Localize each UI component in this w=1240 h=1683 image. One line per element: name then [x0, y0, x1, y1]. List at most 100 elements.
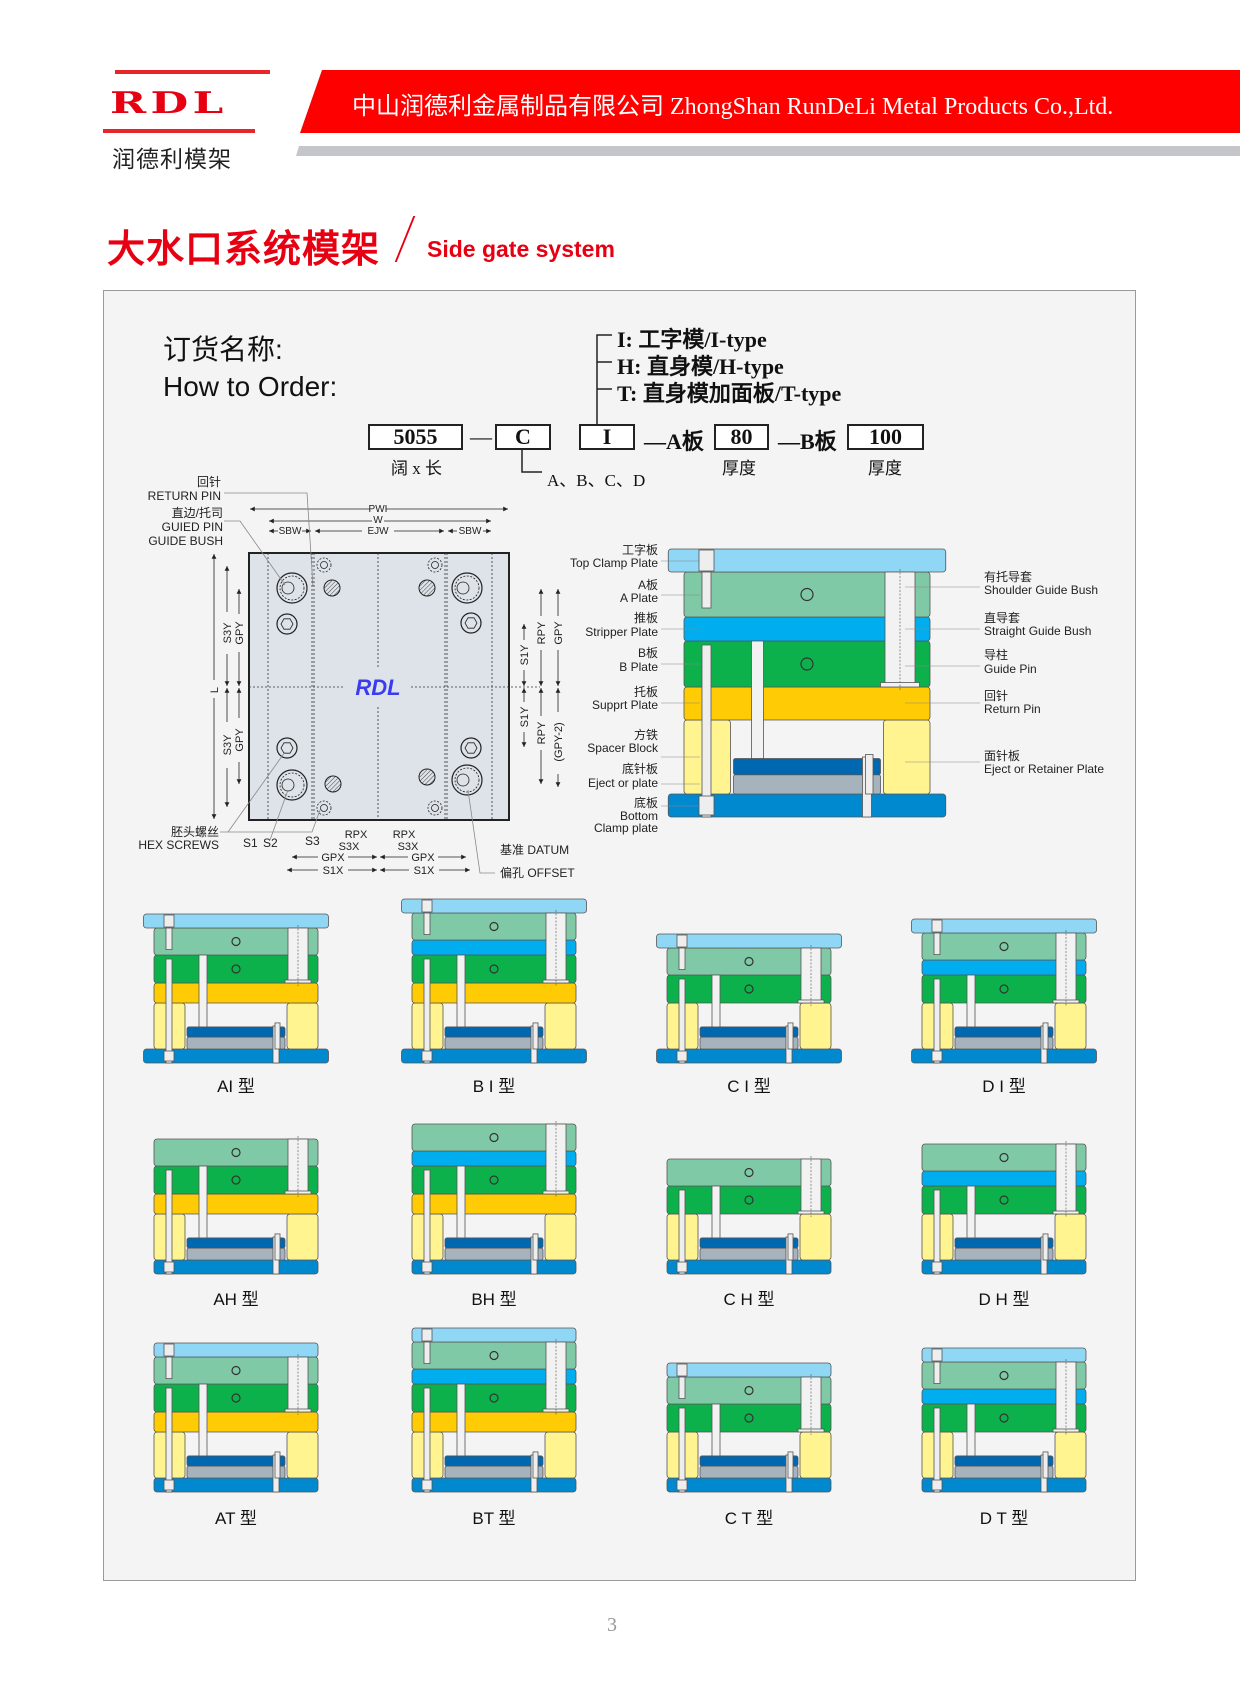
hex-screw-head	[421, 1261, 433, 1273]
return-pin-hole	[418, 579, 436, 597]
section-label-cn: 回针	[984, 688, 1008, 703]
mold-type-label: BH 型	[471, 1290, 517, 1309]
mold-type-drawing	[921, 1347, 1087, 1493]
spacer-block-right	[799, 1002, 832, 1050]
spacer-block-right	[544, 1431, 577, 1479]
hex-screw	[678, 978, 686, 1064]
return-pin-hole	[324, 775, 342, 793]
guide-bush-hole	[276, 572, 308, 604]
b-plate-hole	[999, 984, 1009, 994]
return-pin	[198, 954, 208, 1028]
s1x-right-label: S1X	[414, 865, 435, 877]
section-label-en: Eject or Retainer Plate	[984, 762, 1104, 776]
top-screw	[423, 1341, 431, 1365]
top-screw-head	[931, 1348, 943, 1362]
b-plate-hole	[744, 984, 754, 994]
a-plate-hole	[489, 1132, 499, 1143]
mold-type-label: AI 型	[217, 1077, 255, 1096]
mold-type-drawing	[153, 1136, 319, 1275]
gpx-left-label: GPX	[321, 852, 345, 864]
order-label-cn: 订货名称:	[163, 334, 283, 365]
a-plate-hole	[489, 1350, 499, 1361]
return-pin	[966, 1403, 976, 1457]
top-screw-head	[421, 1328, 433, 1342]
retainer-screw	[787, 1233, 794, 1261]
section-label-cn: 导柱	[984, 647, 1008, 662]
ejector-retainer-plate	[444, 1237, 544, 1249]
top-screw-head	[676, 934, 688, 948]
guide-bush-hole	[451, 572, 483, 604]
top-screw-head	[931, 919, 943, 933]
s3-label: S3	[305, 834, 320, 848]
ejector-retainer-plate	[699, 1026, 799, 1038]
return-pin	[711, 1403, 721, 1457]
top-screw	[423, 912, 431, 936]
section-label-cn: 底针板	[622, 761, 658, 776]
mold-type-label: AT 型	[215, 1509, 257, 1528]
ejector-retainer-plate	[699, 1455, 799, 1467]
ejector-plate	[954, 1036, 1054, 1050]
ejector-retainer-plate	[444, 1026, 544, 1038]
hex-screw	[933, 1189, 941, 1275]
company-name: 中山润德利金属制品有限公司 ZhongShan RunDeLi Metal Pr…	[352, 94, 1114, 120]
top-screw-head	[163, 914, 175, 928]
hex-screws-en-label: HEX SCREWS	[138, 838, 219, 852]
ejector-plate	[954, 1247, 1054, 1261]
section-label-en: Shoulder Guide Bush	[984, 583, 1098, 597]
return-pin	[966, 1185, 976, 1239]
section-label-en: Spacer Block	[587, 741, 659, 755]
support-plate	[683, 686, 931, 721]
ejector-plate	[444, 1465, 544, 1479]
b-thickness-caption: 厚度	[868, 459, 902, 478]
s3-screw-hole	[427, 557, 443, 573]
guide-pin	[1055, 1143, 1077, 1215]
section-label-cn: 推板	[634, 611, 658, 625]
guide-bush-hole	[451, 764, 483, 796]
s3-screw-hole	[316, 557, 332, 573]
mold-type-drawing	[921, 1141, 1087, 1275]
s3-screw-core	[431, 804, 439, 812]
order-connectors	[521, 334, 612, 473]
size-caption: 阔 x 长	[391, 459, 442, 478]
a-plate-hole	[744, 1167, 754, 1178]
hex-icon	[464, 617, 478, 629]
rpx-right-label: RPX	[393, 829, 416, 841]
ejector-retainer-plate	[954, 1026, 1054, 1038]
logo-rule-top	[115, 70, 270, 74]
guide-pin	[545, 912, 567, 984]
top-clamp-plate	[401, 898, 587, 914]
top-screw	[933, 1361, 941, 1385]
retainer-screw	[1042, 1233, 1049, 1261]
section-label-en: Top Clamp Plate	[570, 556, 658, 570]
retainer-screw	[532, 1022, 539, 1050]
mold-type-label: D T 型	[979, 1509, 1029, 1528]
page-title-cn: 大水口系统模架	[107, 229, 381, 271]
b-plate-hole	[744, 1195, 754, 1205]
hex-screw-hole	[276, 737, 298, 759]
hex-screw	[678, 1407, 686, 1493]
header-banner	[300, 70, 1240, 133]
mold-type-label: D H 型	[978, 1290, 1030, 1309]
gpy-lower-label: GPY	[234, 728, 246, 752]
b-plate-hole	[489, 1393, 499, 1403]
dimension-lines	[211, 492, 561, 874]
hex-screw	[933, 978, 941, 1064]
hex-screw	[701, 644, 712, 818]
hex-screw	[165, 1169, 173, 1275]
hex-screw-head	[931, 1261, 943, 1273]
retainer-screw	[274, 1233, 281, 1261]
b-plate-hole	[231, 1393, 241, 1403]
hex-screw-head	[163, 1479, 175, 1491]
ejector-retainer-plate	[444, 1455, 544, 1467]
a-plate-hole	[231, 936, 241, 947]
plan-dimension-labels: 回针 RETURN PIN 直边/托司 GUIED PIN GUIDE BUSH…	[138, 474, 575, 880]
a-thickness-caption: 厚度	[722, 459, 756, 478]
ejector-retainer-plate	[954, 1237, 1054, 1249]
plate-brand-label: RDL	[355, 675, 400, 700]
top-screw-head	[163, 1343, 175, 1357]
hex-screw-head	[676, 1050, 688, 1062]
top-screw	[701, 571, 712, 609]
b-plate-thickness-box: 100	[847, 424, 924, 450]
mold-type-label: B I 型	[472, 1077, 516, 1096]
mold-type-label: C T 型	[724, 1509, 774, 1528]
